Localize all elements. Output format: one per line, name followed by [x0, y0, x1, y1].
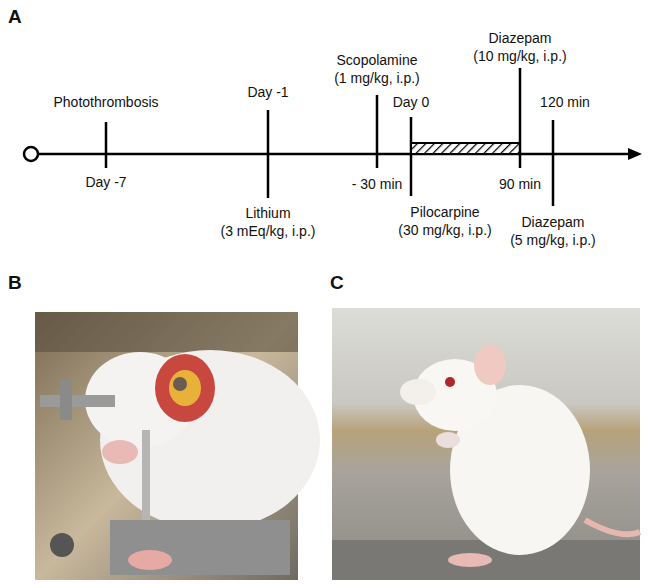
- timeline-label: (30 mg/kg, i.p.): [398, 222, 491, 238]
- stereotaxic-photo: [35, 312, 320, 580]
- timeline-label: Day -7: [85, 174, 126, 190]
- timeline-label: Photothrombosis: [53, 94, 158, 110]
- timeline-label: Scopolamine: [337, 52, 418, 68]
- timeline-label: 90 min: [499, 176, 541, 192]
- timeline-label: Pilocarpine: [410, 204, 479, 220]
- rat-photo: [332, 308, 640, 580]
- timeline-label: 120 min: [540, 94, 590, 110]
- panel-letter: A: [8, 6, 22, 28]
- timeline-label: Diazepam: [488, 30, 551, 46]
- timeline-label: Diazepam: [521, 214, 584, 230]
- timeline-label: (3 mEq/kg, i.p.): [221, 223, 316, 239]
- timeline-label: (1 mg/kg, i.p.): [334, 70, 420, 86]
- timeline: [24, 68, 642, 206]
- timeline-label: Day -1: [247, 84, 288, 100]
- timeline-label: (10 mg/kg, i.p.): [473, 48, 566, 64]
- timeline-label: - 30 min: [352, 176, 403, 192]
- timeline-label: (5 mg/kg, i.p.): [510, 232, 596, 248]
- timeline-label: Day 0: [393, 94, 430, 110]
- panel-letter: C: [330, 272, 344, 294]
- panel-letter: B: [8, 272, 22, 294]
- timeline-label: Lithium: [245, 205, 290, 221]
